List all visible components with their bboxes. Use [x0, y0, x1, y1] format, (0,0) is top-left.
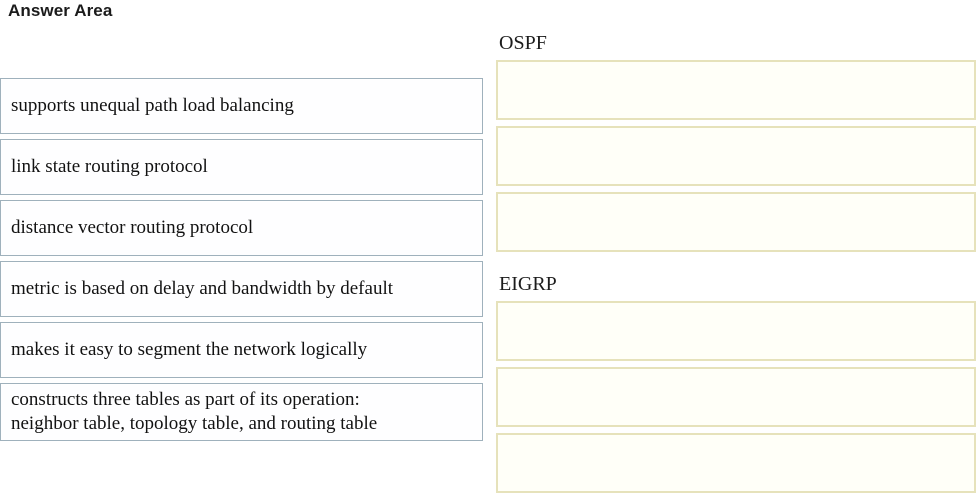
option-tile-label: supports unequal path load balancing	[11, 95, 294, 116]
drop-zone-ospf-1[interactable]	[496, 60, 976, 120]
target-group-label-ospf: OSPF	[499, 32, 547, 54]
option-tile-label: constructs three tables as part of its o…	[11, 388, 377, 436]
option-tile[interactable]: supports unequal path load balancing	[0, 78, 483, 134]
option-tile[interactable]: constructs three tables as part of its o…	[0, 383, 483, 441]
group-spacer	[496, 258, 976, 271]
drop-zone-eigrp-3[interactable]	[496, 433, 976, 493]
option-tile-label: distance vector routing protocol	[11, 217, 254, 238]
target-group-label-eigrp: EIGRP	[499, 273, 557, 295]
drop-zone-ospf-3[interactable]	[496, 192, 976, 252]
option-tile[interactable]: link state routing protocol	[0, 139, 483, 195]
option-tile-label: link state routing protocol	[11, 156, 208, 177]
option-tile-label-line1: constructs three tables as part of its o…	[11, 389, 360, 410]
targets-column: OSPF EIGRP	[496, 30, 976, 499]
option-tile[interactable]: makes it easy to segment the network log…	[0, 322, 483, 378]
target-group-eigrp: EIGRP	[496, 271, 976, 493]
drop-zone-ospf-2[interactable]	[496, 126, 976, 186]
option-tile-label-line2: neighbor table, topology table, and rout…	[11, 413, 378, 434]
option-tile-label: makes it easy to segment the network log…	[11, 339, 368, 360]
drop-zone-eigrp-1[interactable]	[496, 301, 976, 361]
target-group-ospf: OSPF	[496, 30, 976, 252]
option-tile[interactable]: metric is based on delay and bandwidth b…	[0, 261, 483, 317]
drop-zone-eigrp-2[interactable]	[496, 367, 976, 427]
option-tile-label: metric is based on delay and bandwidth b…	[11, 278, 394, 299]
options-column: supports unequal path load balancing lin…	[0, 78, 483, 446]
page-title: Answer Area	[8, 1, 113, 20]
option-tile[interactable]: distance vector routing protocol	[0, 200, 483, 256]
